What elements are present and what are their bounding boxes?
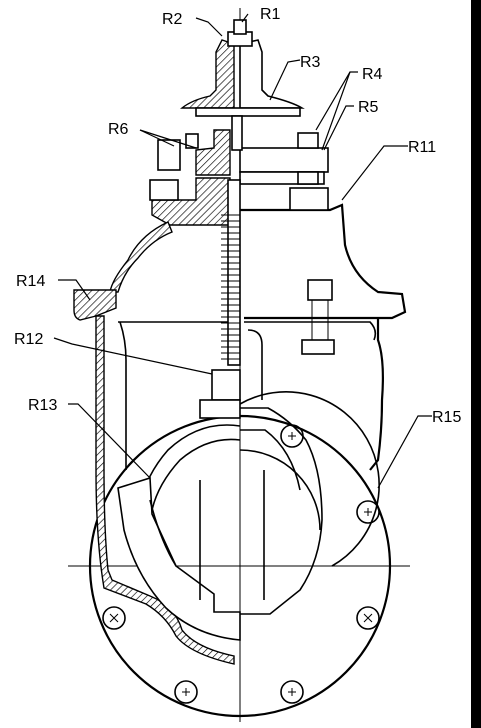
label-r11: R11: [408, 139, 436, 156]
label-r6: R6: [108, 121, 129, 138]
right-edge-bar: [471, 0, 481, 728]
bolt-hole: [102, 606, 126, 630]
valve-body-right-half: [239, 132, 407, 615]
valve-body-left-section: [73, 129, 241, 665]
flange-bolt-holes: [102, 424, 380, 704]
stem-threads: [221, 214, 240, 360]
bolt-hole: [280, 680, 304, 704]
label-r14: R14: [16, 273, 45, 290]
bolt-hole: [280, 424, 304, 448]
bolt-hole: [356, 606, 380, 630]
part-labels: R1 R2 R3 R4 R5 R6 R11 R12 R13 R14 R15: [14, 6, 461, 426]
label-r3: R3: [300, 54, 321, 71]
label-r1: R1: [260, 6, 281, 23]
label-r13: R13: [28, 397, 57, 414]
label-r12: R12: [14, 331, 43, 348]
bolt-hole: [174, 680, 198, 704]
bolt-hole: [356, 500, 380, 524]
label-r4: R4: [362, 66, 383, 83]
leader-lines: [53, 13, 432, 489]
label-r5: R5: [358, 99, 379, 116]
label-r2: R2: [162, 11, 183, 28]
operating-nut: [180, 19, 305, 151]
label-r15: R15: [432, 409, 461, 426]
